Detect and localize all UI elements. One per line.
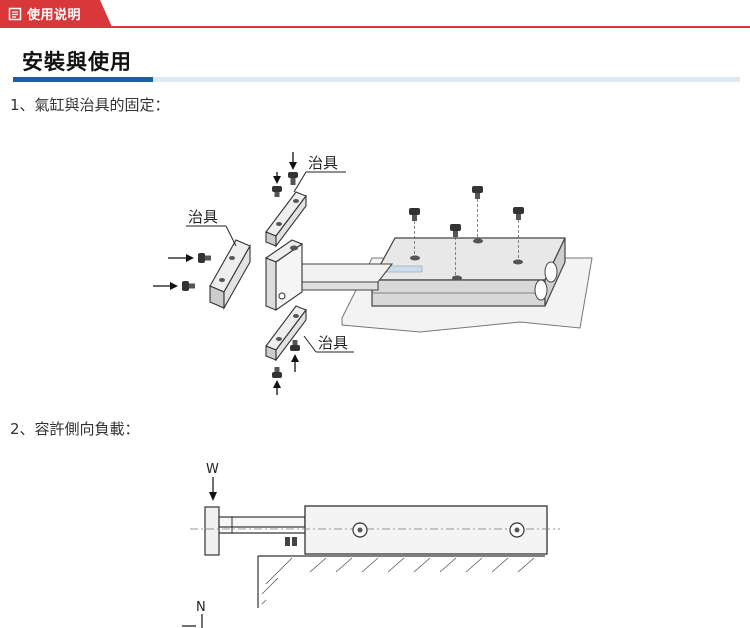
document-icon [8, 7, 22, 20]
title-underline [13, 77, 740, 82]
svg-text:治具: 治具 [188, 208, 218, 226]
left-fixture [209, 239, 251, 311]
step-1-heading: 1、氣缸與治具的固定： [10, 96, 170, 114]
lateral-end-plate [204, 506, 220, 556]
load-w-label: W [206, 462, 219, 477]
fixture-label-left: 治具 [186, 208, 237, 247]
fixture-label-bottom: 治具 [303, 334, 354, 353]
screw-icon [153, 152, 524, 395]
cylinder-body [370, 237, 566, 307]
tab-underline [0, 26, 750, 28]
tab-label: 使用说明 [27, 8, 82, 23]
bottom-fixture [265, 305, 307, 362]
fixture-label-top: 治具 [293, 154, 346, 193]
svg-text:治具: 治具 [318, 334, 348, 352]
end-plate [264, 239, 304, 312]
top-fixture [265, 191, 307, 248]
title-underline-accent [13, 77, 153, 82]
piston-rods [284, 263, 394, 291]
lateral-cylinder-body [304, 505, 548, 555]
mounting-surface [257, 555, 545, 608]
usage-instructions-tab[interactable]: 使用说明 [0, 0, 112, 27]
section-title: 安裝與使用 [22, 50, 132, 74]
load-n-label: N [196, 600, 206, 615]
header-tab-bar: 使用说明 [0, 0, 750, 28]
step-2-heading: 2、容許側向負載： [10, 420, 140, 438]
svg-text:治具: 治具 [308, 154, 338, 172]
